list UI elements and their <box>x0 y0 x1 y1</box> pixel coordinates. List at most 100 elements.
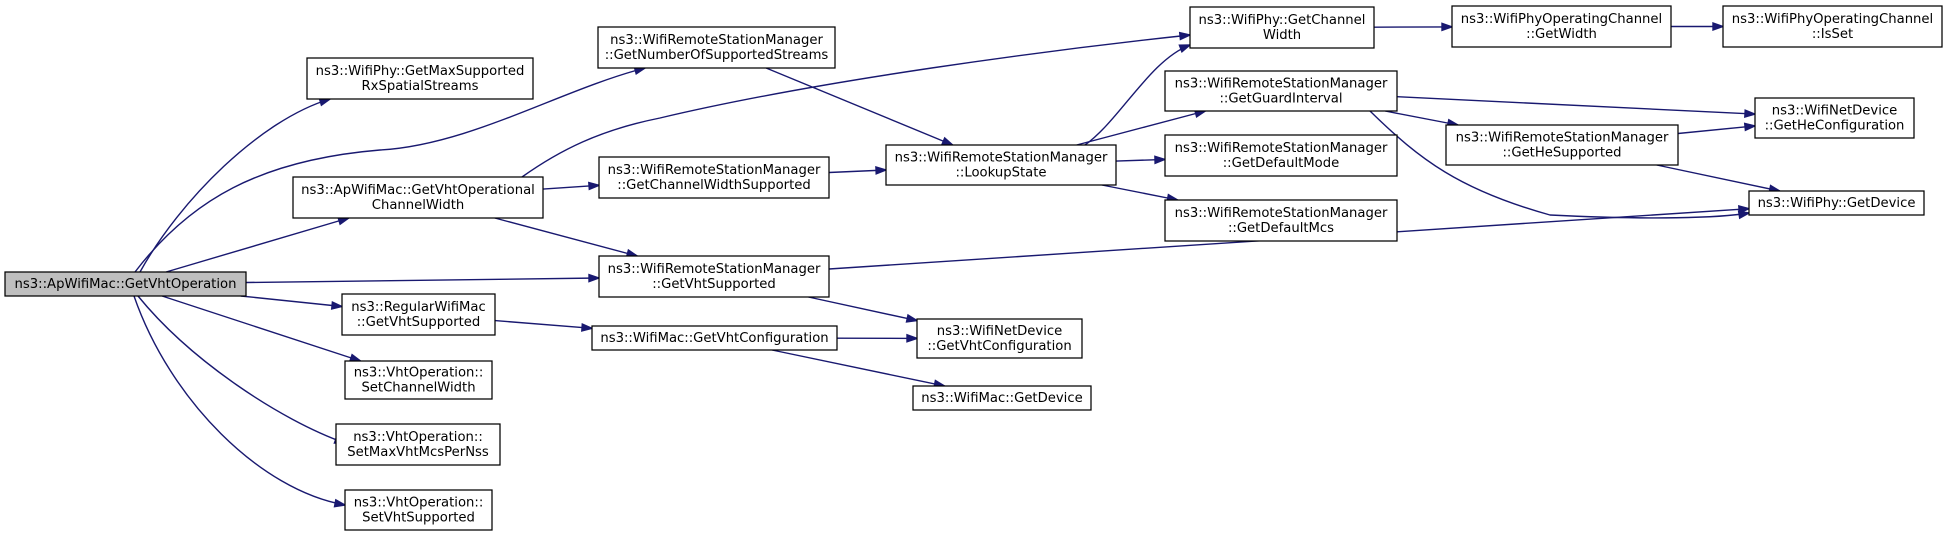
arrowhead-icon <box>330 300 345 310</box>
node-label: RxSpatialStreams <box>362 79 479 94</box>
node-opchan_isset[interactable]: ns3::WifiPhyOperatingChannel::IsSet <box>1722 5 1943 48</box>
edge-rsm_lookupstate-to-rsm_defaultmcs <box>1101 184 1180 203</box>
edge-mac_getvhtconfig-to-netdev_vhtconfig <box>836 333 920 343</box>
node-rsm_chanwidthsupported[interactable]: ns3::WifiRemoteStationManager::GetChanne… <box>598 156 830 199</box>
node-phy_getdevice[interactable]: ns3::WifiPhy::GetDevice <box>1748 190 1925 216</box>
node-label: ns3::WifiRemoteStationManager <box>1175 206 1388 221</box>
node-vht_setchannelwidth[interactable]: ns3::VhtOperation::SetChannelWidth <box>344 360 493 400</box>
node-netdev_vhtconfig[interactable]: ns3::WifiNetDevice::GetVhtConfiguration <box>916 318 1083 359</box>
node-box <box>591 325 838 351</box>
node-label: ns3::VhtOperation:: <box>354 496 484 511</box>
call-graph-edges <box>133 22 1782 508</box>
edge-line <box>494 319 593 329</box>
arrowhead-icon <box>1743 122 1758 132</box>
edge-rsm_hesupported-to-netdev_heconfig <box>1677 122 1758 135</box>
node-rsm_vhtsupported[interactable]: ns3::WifiRemoteStationManager::GetVhtSup… <box>598 255 830 298</box>
node-label: ns3::WifiPhy::GetDevice <box>1758 196 1916 211</box>
edge-line <box>1396 96 1756 115</box>
node-box <box>1164 134 1398 177</box>
node-label: ::GetVhtConfiguration <box>927 339 1071 354</box>
node-label: SetVhtSupported <box>362 511 475 526</box>
arrowhead-icon <box>905 313 920 323</box>
edge-rsm_guardinterval-to-phy_getdevice <box>1369 110 1752 220</box>
node-rsm_guardinterval[interactable]: ns3::WifiRemoteStationManager::GetGuardI… <box>1164 70 1398 112</box>
node-box <box>1754 97 1915 139</box>
edge-line <box>1369 110 1750 219</box>
node-ap_chanwidth[interactable]: ns3::ApWifiMac::GetVhtOperationalChannel… <box>292 176 544 219</box>
node-box <box>335 423 501 466</box>
node-label: ::LookupState <box>955 166 1046 181</box>
node-root[interactable]: ns3::ApWifiMac::GetVhtOperation <box>4 271 247 297</box>
node-label: ::GetDefaultMcs <box>1228 221 1334 236</box>
node-opchan_getwidth[interactable]: ns3::WifiPhyOperatingChannel::GetWidth <box>1451 5 1672 48</box>
node-label: ::GetVhtSupported <box>357 315 481 330</box>
arrowhead-icon <box>875 165 889 175</box>
edge-ap_chanwidth-to-rsm_chanwidthsupported <box>542 181 602 191</box>
node-label: ns3::WifiPhyOperatingChannel <box>1461 12 1662 27</box>
node-label: ChannelWidth <box>372 198 464 213</box>
node-phy_getchannelwidth[interactable]: ns3::WifiPhy::GetChannelWidth <box>1189 6 1375 49</box>
node-rsm_defaultmcs[interactable]: ns3::WifiRemoteStationManager::GetDefaul… <box>1164 199 1398 242</box>
node-mac_getvhtconfig[interactable]: ns3::WifiMac::GetVhtConfiguration <box>591 325 838 351</box>
node-box <box>597 26 836 69</box>
node-label: ::GetGuardInterval <box>1219 92 1342 107</box>
edge-line <box>165 217 349 273</box>
edge-root-to-vht_setvhtsupported <box>133 295 348 508</box>
arrowhead-icon <box>1154 155 1168 165</box>
node-vht_setvhtsupported[interactable]: ns3::VhtOperation::SetVhtSupported <box>344 489 493 531</box>
node-regular_vhtsupported[interactable]: ns3::RegularWifiMac::GetVhtSupported <box>341 293 496 336</box>
node-label: ::IsSet <box>1812 27 1853 42</box>
edge-ap_chanwidth-to-rsm_vhtsupported <box>494 217 640 258</box>
node-box <box>306 57 534 100</box>
edge-line <box>161 295 361 362</box>
edge-root-to-regular_vhtsupported <box>240 295 345 310</box>
edge-regular_vhtsupported-to-mac_getvhtconfig <box>494 319 595 332</box>
node-label: ns3::VhtOperation:: <box>353 430 483 445</box>
node-label: ns3::WifiRemoteStationManager <box>1175 141 1388 156</box>
edge-line <box>1084 44 1191 146</box>
arrowhead-icon <box>581 322 595 332</box>
node-label: ::GetNumberOfSupportedStreams <box>605 48 829 63</box>
node-label: ns3::WifiMac::GetVhtConfiguration <box>600 331 828 346</box>
edge-line <box>240 295 343 308</box>
node-box <box>4 271 247 297</box>
edge-line <box>765 67 953 146</box>
edge-line <box>521 34 1191 178</box>
edge-ap_chanwidth-to-phy_getchannelwidth <box>521 31 1193 178</box>
edge-rsm_guardinterval-to-netdev_heconfig <box>1396 96 1758 119</box>
arrowhead-icon <box>940 136 955 146</box>
node-rsm_defaultmode[interactable]: ns3::WifiRemoteStationManager::GetDefaul… <box>1164 134 1398 177</box>
node-label: ::GetWidth <box>1526 27 1597 42</box>
edge-rsm_lookupstate-to-phy_getchannelwidth <box>1084 44 1192 146</box>
edge-line <box>137 295 346 444</box>
arrowhead-icon <box>588 181 602 191</box>
node-label: ns3::WifiRemoteStationManager <box>1456 131 1669 146</box>
node-box <box>1451 5 1672 48</box>
node-box <box>1164 70 1398 112</box>
edge-line <box>1677 125 1756 135</box>
node-label: ns3::VhtOperation:: <box>354 366 484 381</box>
edge-line <box>771 349 945 387</box>
node-vht_setmaxmcs[interactable]: ns3::VhtOperation::SetMaxVhtMcsPerNss <box>335 423 501 466</box>
node-rsm_numstreams[interactable]: ns3::WifiRemoteStationManager::GetNumber… <box>597 26 836 69</box>
edge-opchan_getwidth-to-opchan_isset <box>1671 22 1726 31</box>
node-label: ::GetDefaultMode <box>1223 156 1340 171</box>
node-label: ns3::WifiRemoteStationManager <box>895 151 1108 166</box>
edge-root-to-vht_setchannelwidth <box>161 295 363 362</box>
node-box <box>292 176 544 219</box>
arrowhead-icon <box>1178 31 1193 41</box>
node-label: ::GetHeConfiguration <box>1765 119 1905 134</box>
node-mac_getdevice[interactable]: ns3::WifiMac::GetDevice <box>912 385 1092 411</box>
node-phy_maxstreams[interactable]: ns3::WifiPhy::GetMaxSupportedRxSpatialSt… <box>306 57 534 100</box>
node-label: ns3::ApWifiMac::GetVhtOperation <box>15 277 237 292</box>
edge-line <box>1076 110 1206 146</box>
node-box <box>1189 6 1375 49</box>
node-label: SetChannelWidth <box>361 381 475 396</box>
node-netdev_heconfig[interactable]: ns3::WifiNetDevice::GetHeConfiguration <box>1754 97 1915 139</box>
node-label: ns3::ApWifiMac::GetVhtOperational <box>301 183 535 198</box>
node-rsm_lookupstate[interactable]: ns3::WifiRemoteStationManager::LookupSta… <box>885 144 1117 186</box>
edge-line <box>245 277 600 284</box>
node-rsm_hesupported[interactable]: ns3::WifiRemoteStationManager::GetHeSupp… <box>1445 124 1679 166</box>
edge-rsm_guardinterval-to-rsm_hesupported <box>1384 110 1460 128</box>
node-label: ns3::WifiRemoteStationManager <box>608 163 821 178</box>
